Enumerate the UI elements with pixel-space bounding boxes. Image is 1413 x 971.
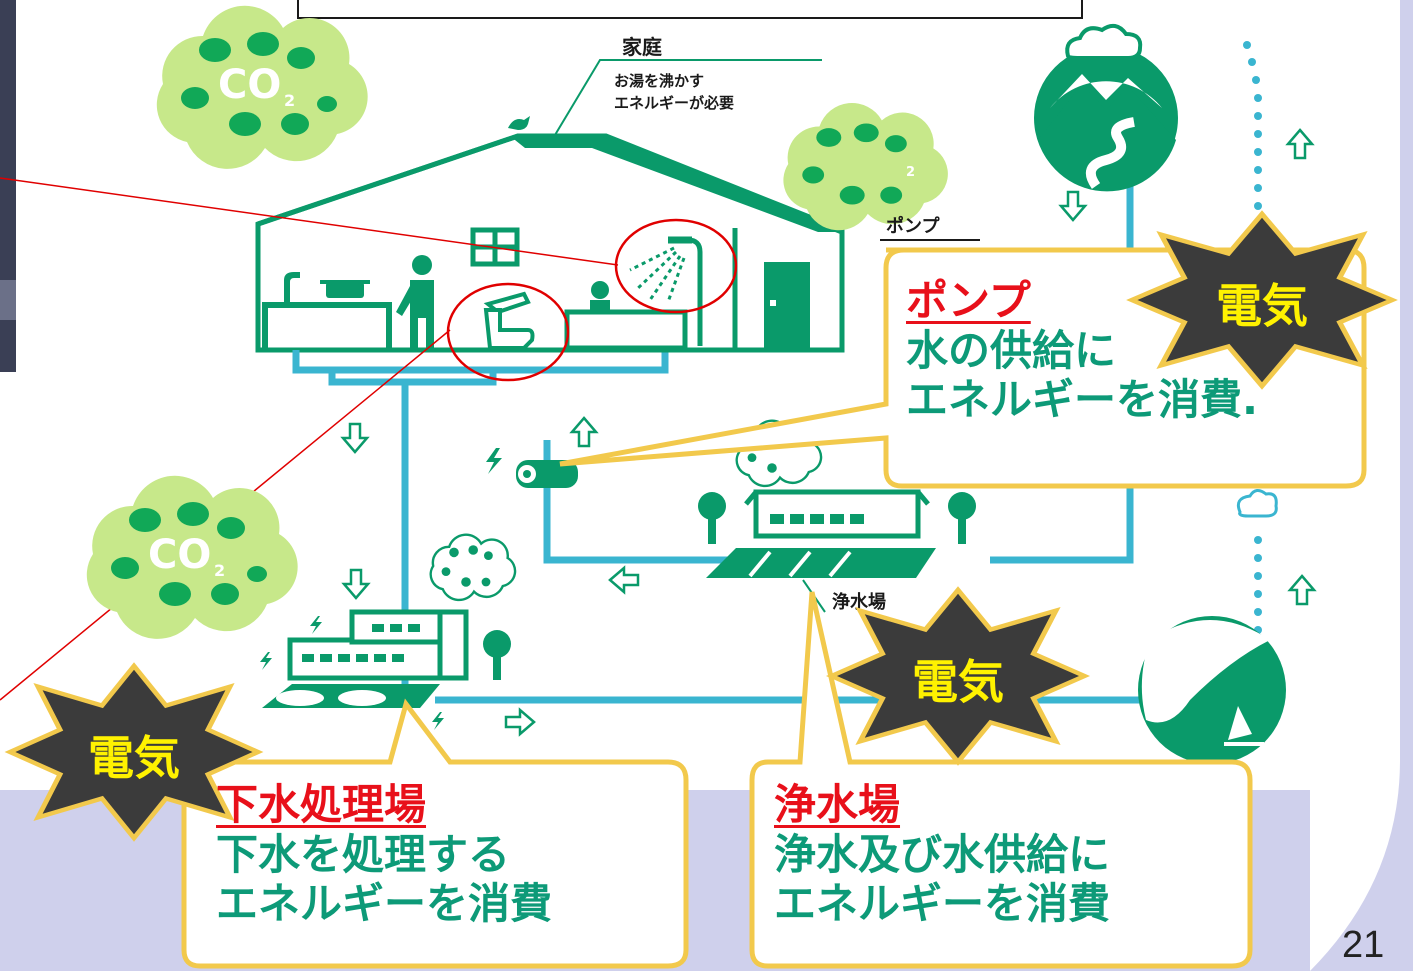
purification-small-label: 浄水場 [832,591,886,613]
callout-sewage-title: 下水処理場 [216,780,427,829]
river-sea-icon [1138,616,1286,764]
highlight-circles [446,218,738,382]
callout-purification-line-1: 浄水及び水供給に [774,829,1111,879]
shower-water [629,246,686,303]
sewage-plant [262,609,469,708]
callout-pump-line-1: 水の供給に [906,325,1117,375]
shower-icon [668,236,703,346]
co2-sub-right: 2 [906,165,915,180]
page-number: 21 [1342,924,1385,966]
callout-pump-line-2: エネルギーを消費. [906,375,1258,425]
kitchen-counter [262,272,392,348]
trees [483,492,976,680]
bathtub [564,309,688,351]
toilet-icon [483,291,535,350]
callout-purification: 浄水場 浄水及び水供給に エネルギーを消費 [774,780,1110,929]
callout-purification-line-2: エネルギーを消費 [774,879,1111,929]
co2-label-top: CO [218,62,281,108]
title-box [297,0,1083,19]
star-label-pump: 電気 [1216,279,1308,333]
bird-icon [508,116,530,130]
star-shape-pump [1126,210,1398,390]
home-label: 家庭 [622,35,662,59]
co2-sub-left: 2 [214,561,225,580]
callout-sewage: 下水処理場 下水を処理する エネルギーを消費 [216,780,552,929]
callout-pump: ポンプ 水の供給に エネルギーを消費. [906,276,1258,425]
person-cooking [396,255,434,348]
callout-sewage-line-2: エネルギーを消費 [216,879,553,929]
home-note-1: お湯を沸かす [614,72,704,90]
callout-pump-title: ポンプ [906,276,1031,325]
lightning-icon-sewage-1 [310,616,322,634]
callout-purification-title: 浄水場 [774,780,901,829]
co2-label-left: CO [148,532,211,578]
lightning-icon-pump [486,448,502,474]
star-shape-sewage [4,662,264,842]
star-label-sewage: 電気 [88,731,180,785]
co2-sub-top: 2 [284,91,295,110]
co2-cloud-large-top [156,5,368,169]
lightning-icon-sewage-3 [432,712,444,730]
pump-icon [516,460,578,488]
mountain-rain-icon [1034,23,1178,192]
co2-cloud-large-left [86,475,298,639]
pump-small-label: ポンプ [886,215,940,237]
star-shape-purification [825,586,1091,766]
lightning-icon-sewage-2 [260,652,272,670]
small-cloud-icon [1236,489,1278,518]
house [255,133,845,353]
co2-cloud-medium-right [783,103,948,231]
home-note-2: エネルギーが必要 [614,94,734,112]
callout-sewage-line-1: 下水を処理する [216,829,511,879]
photo-strip [0,0,16,372]
co2-cloud-small-center [429,533,517,602]
star-label-purification: 電気 [912,655,1004,709]
purification-plant [706,489,936,613]
callout-purification-bubble [749,591,1253,969]
